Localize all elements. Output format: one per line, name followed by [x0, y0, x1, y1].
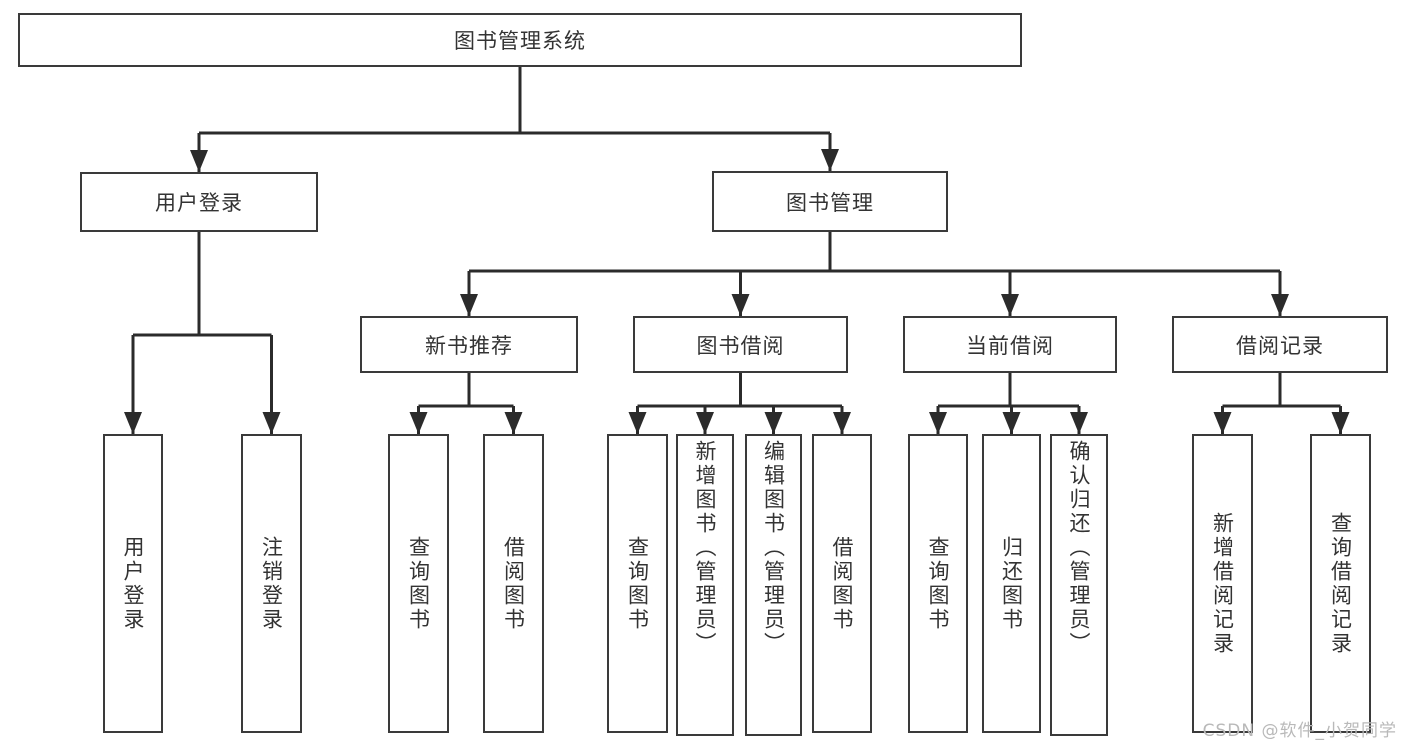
node-l-login[interactable]: 用户登录 — [103, 434, 163, 733]
arrowhead-r-query — [1331, 412, 1350, 434]
arrowhead-current — [1001, 294, 1019, 316]
watermark: CSDN @软件_小贺同学 — [1202, 721, 1397, 741]
node-b-lend[interactable]: 借阅图书 — [812, 434, 872, 733]
node-b-add[interactable]: 新增图书（管理员） — [676, 434, 734, 736]
arrowhead-b-lend — [833, 412, 851, 434]
arrowhead-c-return — [1002, 412, 1021, 434]
node-records[interactable]: 借阅记录 — [1172, 316, 1388, 373]
node-b-query[interactable]: 查询图书 — [607, 434, 668, 733]
node-l-logout[interactable]: 注销登录 — [241, 434, 302, 733]
node-n-query[interactable]: 查询图书 — [388, 434, 449, 733]
arrowhead-c-confirm — [1070, 412, 1088, 434]
node-n-borrow[interactable]: 借阅图书 — [483, 434, 544, 733]
arrowhead-b-edit — [764, 412, 783, 434]
node-r-add[interactable]: 新增借阅记录 — [1192, 434, 1253, 733]
node-newbook[interactable]: 新书推荐 — [360, 316, 578, 373]
node-bookmgmt[interactable]: 图书管理 — [712, 171, 948, 232]
node-b-edit[interactable]: 编辑图书（管理员） — [745, 434, 802, 736]
arrowhead-b-query — [628, 412, 647, 434]
node-c-confirm[interactable]: 确认归还（管理员） — [1050, 434, 1108, 736]
arrowhead-n-borrow — [504, 412, 523, 434]
arrowhead-c-query — [929, 412, 947, 434]
arrowhead-l-logout — [262, 412, 281, 434]
arrowhead-login — [190, 150, 208, 172]
arrowhead-borrow — [731, 294, 750, 316]
node-login[interactable]: 用户登录 — [80, 172, 318, 232]
node-c-return[interactable]: 归还图书 — [982, 434, 1041, 733]
node-borrow[interactable]: 图书借阅 — [633, 316, 848, 373]
node-current[interactable]: 当前借阅 — [903, 316, 1117, 373]
arrowhead-records — [1271, 294, 1289, 316]
arrowhead-b-add — [696, 412, 714, 434]
arrowhead-l-login — [124, 412, 142, 434]
node-c-query[interactable]: 查询图书 — [908, 434, 968, 733]
arrowhead-newbook — [460, 294, 478, 316]
arrowhead-bookmgmt — [821, 149, 839, 171]
node-r-query[interactable]: 查询借阅记录 — [1310, 434, 1371, 733]
arrowhead-r-add — [1213, 412, 1232, 434]
node-root[interactable]: 图书管理系统 — [18, 13, 1022, 67]
arrowhead-n-query — [409, 412, 428, 434]
